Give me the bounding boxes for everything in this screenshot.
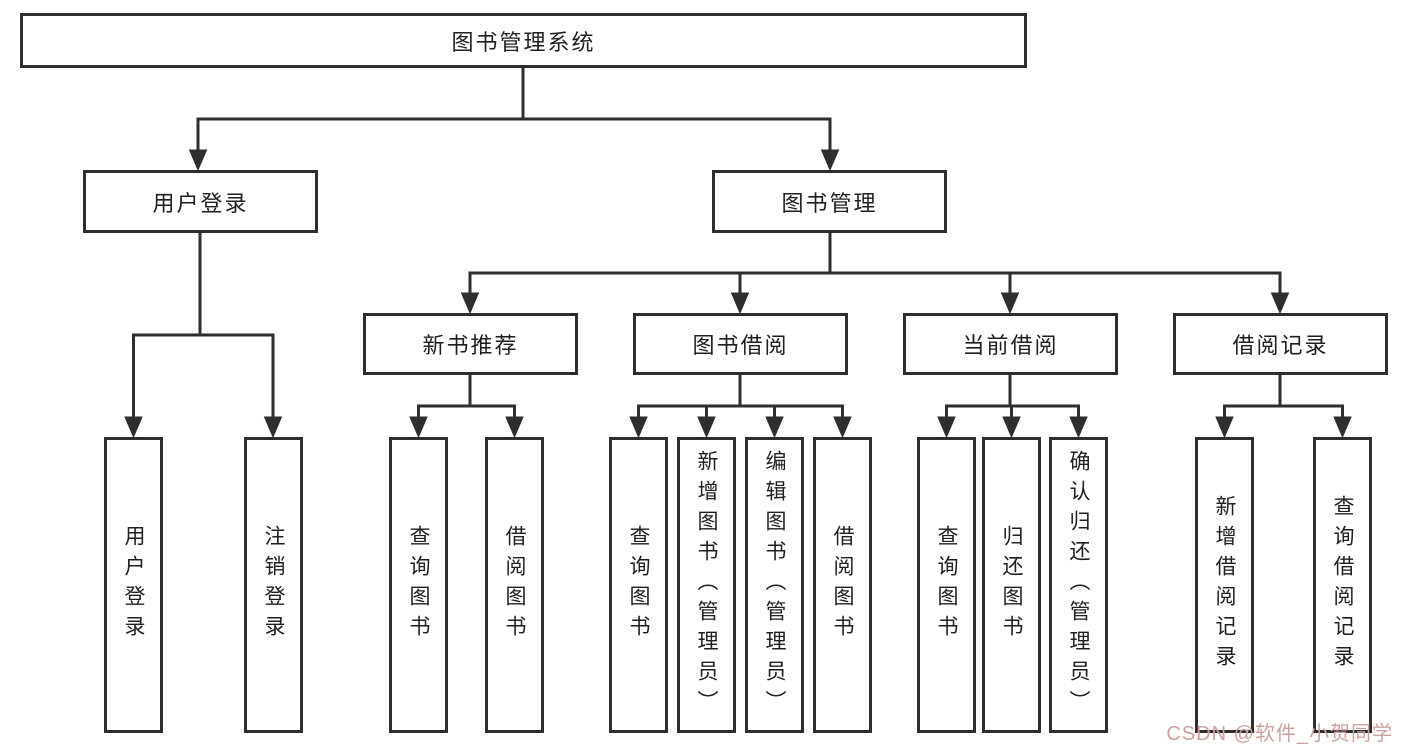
node-current-borrow: 当前借阅	[903, 313, 1118, 375]
node-root: 图书管理系统	[20, 13, 1027, 68]
leaf-bb-edit-books-admin-label: 编辑图书（管理员）	[763, 450, 786, 720]
leaf-cb-return-books-label: 归还图书	[1000, 525, 1023, 645]
node-new-book-recommend: 新书推荐	[363, 313, 578, 375]
leaf-bb-edit-books-admin: 编辑图书（管理员）	[745, 437, 804, 733]
leaf-br-add-record-label: 新增借阅记录	[1213, 495, 1236, 675]
node-root-label: 图书管理系统	[451, 29, 596, 55]
node-borrow-records-label: 借阅记录	[1232, 333, 1329, 358]
leaf-bb-borrow-books: 借阅图书	[813, 437, 872, 733]
leaf-bb-add-books-admin: 新增图书（管理员）	[677, 437, 736, 733]
leaf-br-query-record-label: 查询借阅记录	[1331, 495, 1354, 675]
node-book-borrow-label: 图书借阅	[692, 333, 789, 358]
leaf-cb-return-books: 归还图书	[982, 437, 1041, 733]
node-book-mgmt: 图书管理	[712, 170, 947, 233]
node-borrow-records: 借阅记录	[1173, 313, 1388, 375]
leaf-logout-label: 注销登录	[262, 525, 285, 645]
leaf-cb-confirm-return-admin-label: 确认归还（管理员）	[1067, 450, 1090, 720]
node-user-login-label: 用户登录	[152, 190, 249, 216]
leaf-cb-query-books: 查询图书	[917, 437, 976, 733]
node-user-login: 用户登录	[83, 170, 318, 233]
leaf-nbr-borrow-books: 借阅图书	[485, 437, 544, 733]
leaf-bb-query-books: 查询图书	[609, 437, 668, 733]
node-book-mgmt-label: 图书管理	[781, 190, 878, 216]
leaf-user-login: 用户登录	[104, 437, 163, 733]
leaf-nbr-borrow-books-label: 借阅图书	[503, 525, 526, 645]
leaf-user-login-label: 用户登录	[122, 525, 145, 645]
node-current-borrow-label: 当前借阅	[962, 333, 1059, 358]
watermark: CSDN @软件_小贺同学	[1166, 723, 1393, 745]
leaf-logout: 注销登录	[244, 437, 303, 733]
leaf-br-query-record: 查询借阅记录	[1313, 437, 1372, 733]
leaf-bb-borrow-books-label: 借阅图书	[831, 525, 854, 645]
node-new-book-recommend-label: 新书推荐	[422, 333, 519, 358]
leaf-bb-query-books-label: 查询图书	[627, 525, 650, 645]
leaf-nbr-query-books-label: 查询图书	[407, 525, 430, 645]
node-book-borrow: 图书借阅	[633, 313, 848, 375]
leaf-cb-confirm-return-admin: 确认归还（管理员）	[1049, 437, 1108, 733]
leaf-bb-add-books-admin-label: 新增图书（管理员）	[695, 450, 718, 720]
leaf-nbr-query-books: 查询图书	[389, 437, 448, 733]
leaf-cb-query-books-label: 查询图书	[935, 525, 958, 645]
leaf-br-add-record: 新增借阅记录	[1195, 437, 1254, 733]
